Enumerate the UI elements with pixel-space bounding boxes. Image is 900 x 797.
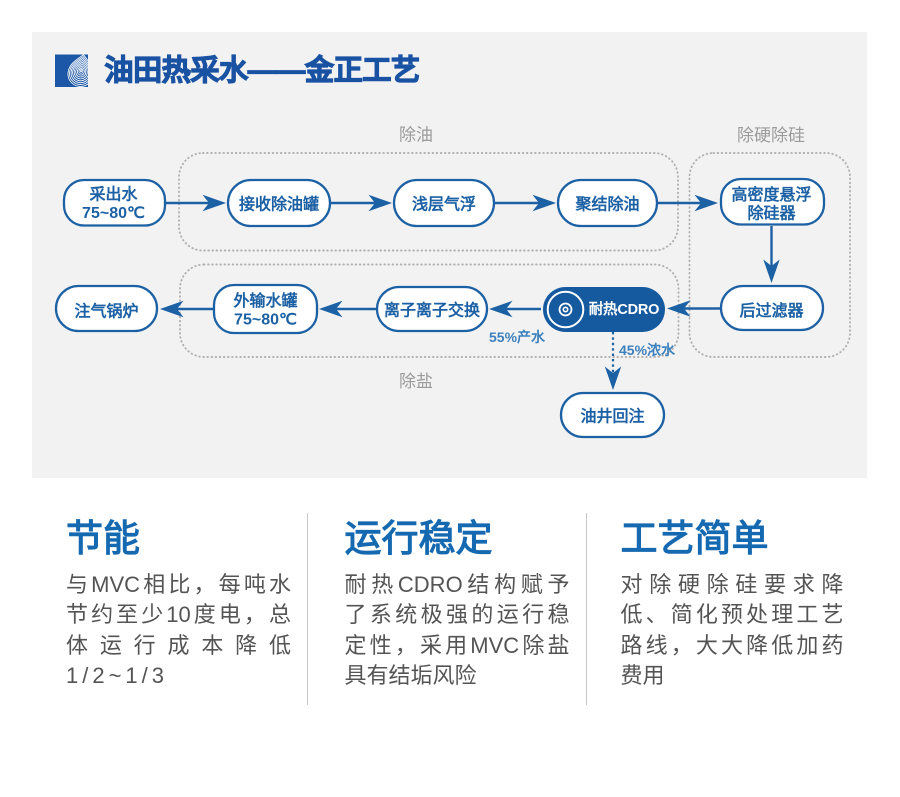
svg-text:75~80℃: 75~80℃: [234, 312, 297, 329]
svg-text:接收除油罐: 接收除油罐: [239, 195, 319, 214]
svg-text:高密度悬浮: 高密度悬浮: [731, 185, 811, 204]
svg-text:除盐: 除盐: [399, 372, 433, 391]
svg-text:油田热采水——金正工艺: 油田热采水——金正工艺: [105, 53, 420, 87]
svg-text:油井回注: 油井回注: [580, 407, 644, 426]
svg-text:75~80℃: 75~80℃: [82, 205, 145, 222]
svg-text:45%浓水: 45%浓水: [619, 342, 676, 358]
svg-text:采出水: 采出水: [88, 184, 138, 203]
svg-text:除油: 除油: [399, 126, 433, 145]
svg-text:除硬除硅: 除硬除硅: [737, 126, 805, 145]
svg-text:外输水罐: 外输水罐: [232, 291, 297, 310]
svg-text:注气锅炉: 注气锅炉: [74, 301, 138, 320]
svg-text:聚结除油: 聚结除油: [574, 195, 639, 214]
svg-text:耐热CDRO: 耐热CDRO: [589, 300, 660, 318]
svg-text:55%产水: 55%产水: [489, 329, 546, 345]
svg-text:除硅器: 除硅器: [747, 203, 796, 222]
svg-text:浅层气浮: 浅层气浮: [412, 195, 476, 214]
svg-text:后过滤器: 后过滤器: [739, 301, 804, 320]
svg-text:离子离子交换: 离子离子交换: [384, 301, 481, 320]
